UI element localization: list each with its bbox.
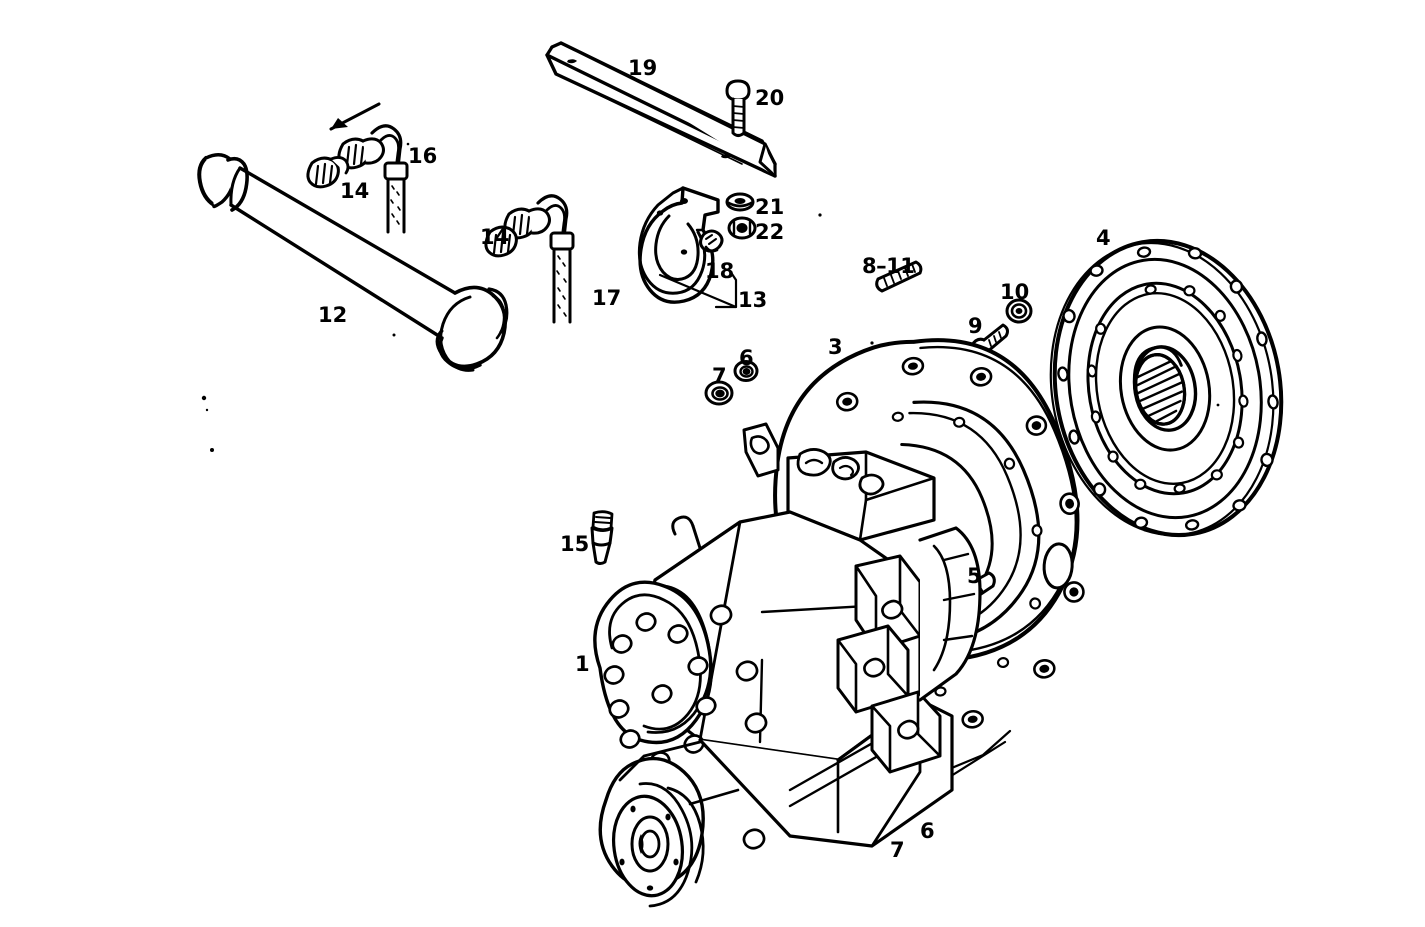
callout-21: 21 xyxy=(755,195,785,219)
part-16-oil-hose-upper xyxy=(306,102,409,234)
callout-20: 20 xyxy=(755,86,785,110)
part-21-flat-washer xyxy=(725,192,755,212)
callout-18: 18 xyxy=(705,259,735,283)
callout-10: 10 xyxy=(1000,280,1030,304)
part-13-hose-clamp-bracket xyxy=(637,186,738,309)
callout-14-lower: 14 xyxy=(480,225,510,249)
callout-7-upper: 7 xyxy=(712,364,727,388)
callout-3: 3 xyxy=(828,335,843,359)
part-19-mounting-bar xyxy=(545,41,777,178)
part-1-transmission-housing xyxy=(593,422,982,908)
callout-22: 22 xyxy=(755,220,785,244)
callout-4: 4 xyxy=(1096,226,1111,250)
part-18-clamp-screw xyxy=(699,229,724,253)
callout-8-11: 8–11 xyxy=(862,254,915,278)
part-17-oil-hose-lower xyxy=(484,194,575,324)
callout-5: 5 xyxy=(967,564,982,588)
callout-16: 16 xyxy=(408,144,438,168)
part-4-flex-plate-disc xyxy=(1049,238,1284,538)
part-12-oil-cooler xyxy=(197,153,509,372)
callout-6-upper: 6 xyxy=(739,346,754,370)
part-15-drain-plug xyxy=(590,510,614,565)
callout-13: 13 xyxy=(738,288,768,312)
callout-17: 17 xyxy=(592,286,622,310)
callout-1: 1 xyxy=(575,652,590,676)
part-20-hex-bolt xyxy=(725,79,751,137)
callout-19: 19 xyxy=(628,56,658,80)
callout-6-lower: 6 xyxy=(920,819,935,843)
part-8-11-stud xyxy=(875,260,923,293)
part-22-hex-nut xyxy=(727,216,757,240)
callout-14-upper: 14 xyxy=(340,179,370,203)
callout-9: 9 xyxy=(968,314,983,338)
part-10-lock-washer xyxy=(1005,298,1033,324)
callout-15: 15 xyxy=(560,532,590,556)
callout-12: 12 xyxy=(318,303,348,327)
callout-7-lower: 7 xyxy=(890,838,905,862)
